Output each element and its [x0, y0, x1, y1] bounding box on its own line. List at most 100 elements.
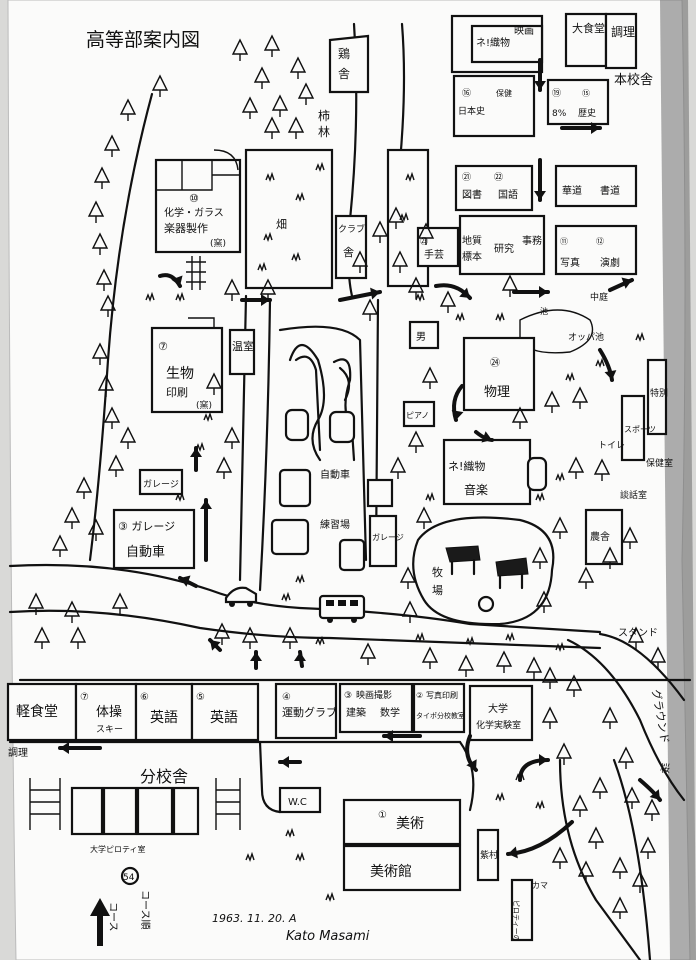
- tree-icon: [531, 546, 549, 569]
- svg-text:スキー: スキー: [96, 725, 123, 735]
- svg-text:舎: 舎: [338, 67, 350, 81]
- building-10-chemistry[interactable]: ⑩ 化学・ガラス 楽器製作 (窯): [154, 149, 242, 254]
- course-arrow: [278, 756, 302, 768]
- grass-tuft: [295, 573, 305, 585]
- svg-text:ピアノ: ピアノ: [406, 411, 429, 420]
- course-arrow: [506, 820, 574, 859]
- svg-text:歴史: 歴史: [578, 107, 596, 119]
- svg-text:②: ②: [416, 691, 423, 700]
- tree-icon: [623, 786, 641, 809]
- tree-icon: [231, 38, 249, 61]
- tree-icon: [95, 268, 113, 291]
- svg-text:舎: 舎: [343, 246, 354, 259]
- tree-icon: [421, 646, 439, 669]
- building-24-physics[interactable]: ㉔ 物理: [462, 336, 536, 412]
- course-arrow: [534, 158, 546, 202]
- svg-text:温室: 温室: [232, 339, 254, 353]
- garden-paths: [258, 298, 368, 592]
- grass-tuft: [565, 371, 575, 383]
- svg-text:生物: 生物: [166, 366, 194, 382]
- course-arrow: [178, 575, 198, 588]
- tree-icon: [577, 860, 595, 883]
- tree-icon: [111, 592, 129, 615]
- greenhouse[interactable]: 温室: [228, 328, 256, 376]
- course-arrow: [451, 384, 464, 422]
- tree-icon: [289, 56, 307, 79]
- music-building[interactable]: ネ!織物 音楽: [442, 438, 548, 506]
- tree-icon: [97, 374, 115, 397]
- grass-marks: [145, 161, 645, 903]
- tree-icon: [593, 458, 611, 481]
- tree-icon: [63, 506, 81, 529]
- svg-text:タイポ分校教室: タイポ分校教室: [416, 711, 465, 720]
- tree-icon: [611, 856, 629, 879]
- tree-icon: [391, 250, 409, 273]
- building-7-biology[interactable]: ⑦ 生物 印刷 (窯): [150, 317, 224, 414]
- tree-icon: [407, 276, 425, 299]
- svg-text:写真: 写真: [560, 256, 580, 269]
- svg-text:鶏: 鶏: [338, 47, 350, 61]
- grass-tuft: [495, 311, 505, 323]
- main-building-cluster[interactable]: ネ!織物 映画 大食堂 調理 本校舎 ⑯ 日本史 保健 ⑲ 8% ⑮ 歴史 ㉑ …: [416, 12, 653, 276]
- small-garage[interactable]: ガレージ: [138, 468, 184, 496]
- svg-text:クラブ: クラブ: [338, 223, 365, 235]
- tree-icon: [571, 794, 589, 817]
- tree-icon: [551, 846, 569, 869]
- car-practice[interactable]: 自動車 練習場 ガレージ: [320, 468, 404, 568]
- tree-icon: [91, 342, 109, 365]
- small-rooms-middle[interactable]: 男 ピアノ: [402, 320, 440, 428]
- svg-text:ピロティーの: ピロティーの: [512, 900, 520, 942]
- svg-text:談話室: 談話室: [620, 489, 647, 501]
- grass-tuft: [455, 311, 465, 323]
- svg-text:書道: 書道: [600, 184, 620, 197]
- stairs-lower-left: 大学ピロティ室: [29, 778, 241, 854]
- tree-icon: [107, 454, 125, 477]
- barn[interactable]: 農舎: [584, 508, 624, 566]
- svg-text:楽器製作: 楽器製作: [164, 221, 208, 235]
- tree-icon: [421, 366, 439, 389]
- course-arrow: [158, 273, 183, 288]
- bottom-row-buildings[interactable]: 軽食堂 ⑦ 体操 スキー ⑥ 英語 ⑤ 英語 ④ 運動グラブ ③ 映画撮影 建築…: [6, 682, 534, 742]
- svg-text:W.C: W.C: [288, 797, 307, 808]
- course-arrow: [598, 348, 617, 382]
- tree-icon: [551, 516, 569, 539]
- wc-building[interactable]: W.C: [278, 786, 322, 814]
- svg-text:美術館: 美術館: [370, 863, 412, 880]
- svg-text:⑯: ⑯: [462, 88, 471, 99]
- svg-text:農舎: 農舎: [590, 530, 610, 543]
- tree-icon: [643, 798, 661, 821]
- grass-tuft: [145, 291, 155, 303]
- grass-tuft: [405, 171, 415, 183]
- svg-text:⑦: ⑦: [80, 692, 89, 703]
- svg-text:オッパ池: オッパ池: [568, 331, 604, 343]
- svg-text:紫村: 紫村: [480, 849, 498, 861]
- svg-text:⑥: ⑥: [140, 692, 149, 703]
- svg-text:国語: 国語: [498, 188, 518, 201]
- chicken-coop[interactable]: 鶏 舎: [328, 34, 370, 94]
- tree-icon: [407, 430, 425, 453]
- building-3-garage[interactable]: ③ ガレージ 自動車: [112, 508, 196, 570]
- svg-text:印刷: 印刷: [166, 386, 188, 399]
- svg-text:スポーツ: スポーツ: [624, 425, 656, 434]
- grass-tuft: [315, 635, 325, 647]
- grass-tuft: [635, 331, 645, 343]
- grass-tuft: [265, 171, 275, 183]
- right-column-rooms[interactable]: 特別 スポーツ 保健室 トイレ 談話室: [598, 358, 673, 501]
- svg-text:⑤: ⑤: [196, 692, 205, 703]
- grass-tuft: [295, 191, 305, 203]
- svg-text:英語: 英語: [150, 709, 178, 726]
- svg-text:牧: 牧: [432, 565, 443, 579]
- club-building[interactable]: クラブ 舎: [334, 214, 368, 280]
- svg-text:保健: 保健: [496, 88, 512, 98]
- svg-text:化学実験室: 化学実験室: [476, 719, 521, 731]
- tree-icon: [555, 742, 573, 765]
- svg-text:場: 場: [432, 584, 443, 597]
- cow-icon: [495, 557, 529, 590]
- svg-text:男: 男: [416, 331, 426, 343]
- tree-icon: [223, 278, 241, 301]
- building-1-art[interactable]: ① 美術 美術館: [342, 798, 462, 892]
- tree-icon: [639, 836, 657, 859]
- svg-text:コース順: コース順: [139, 890, 151, 930]
- shimura-building[interactable]: 紫村: [476, 828, 500, 882]
